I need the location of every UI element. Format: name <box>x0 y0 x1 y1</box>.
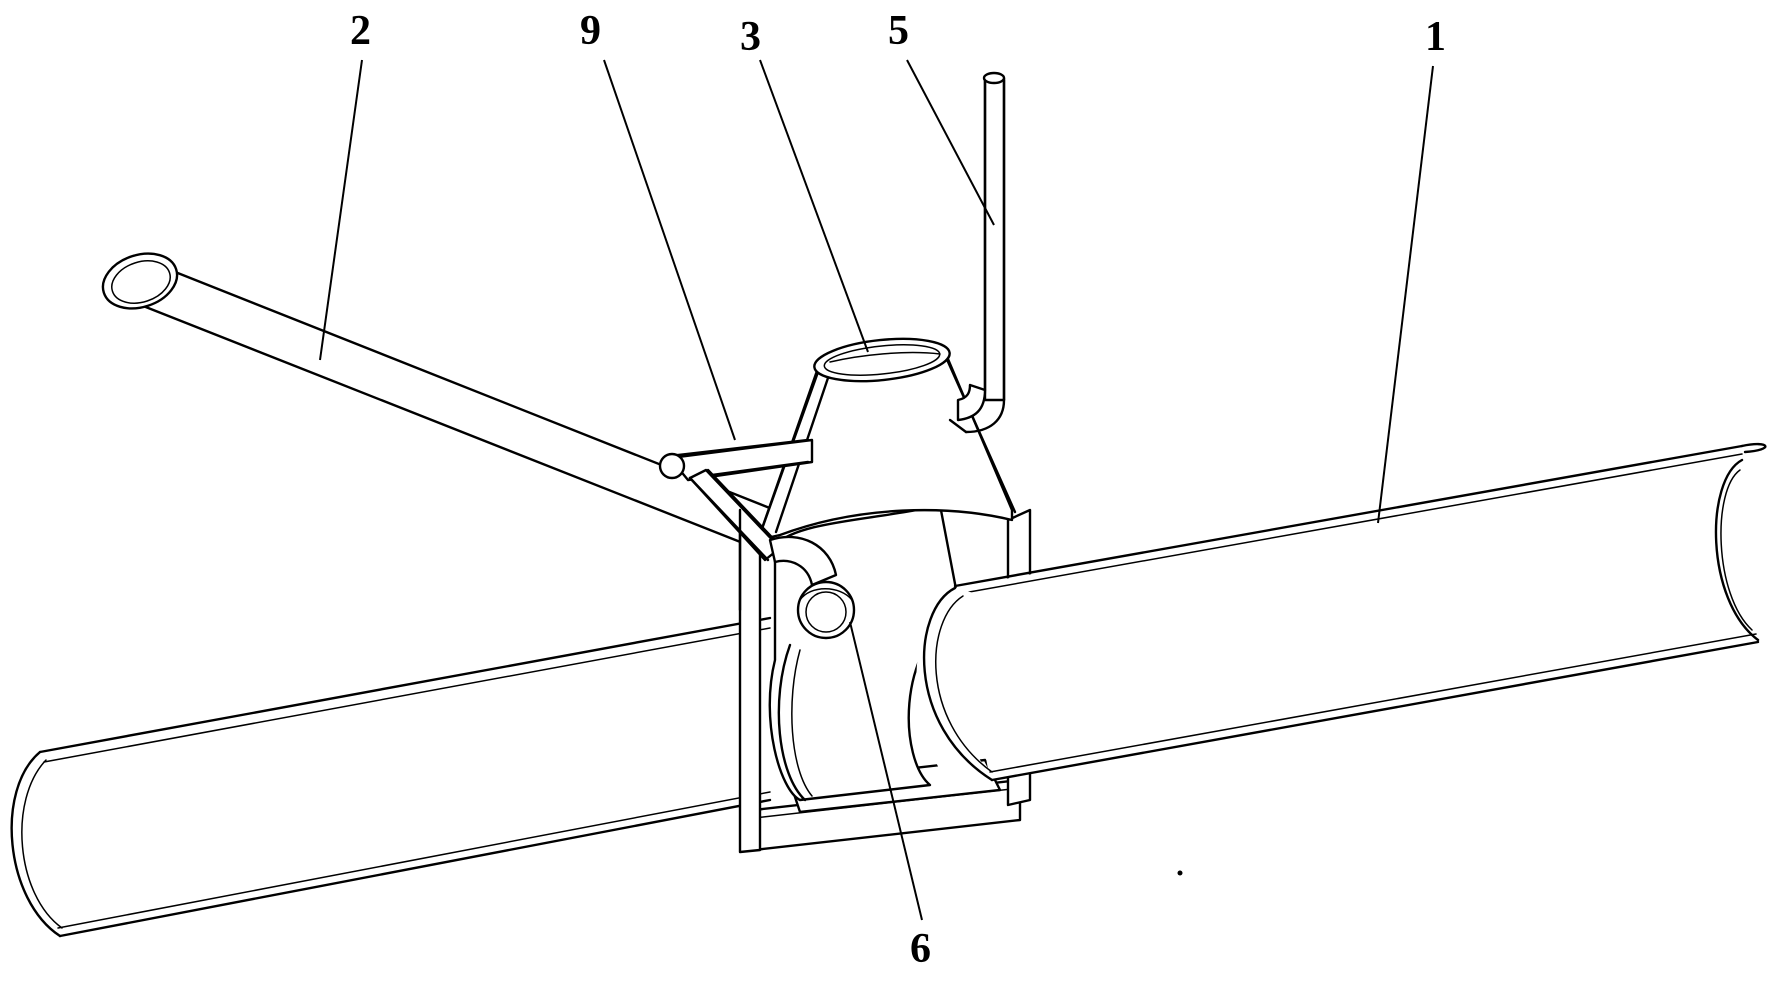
stray-dot <box>1177 870 1183 876</box>
label-1: 1 <box>1425 14 1446 60</box>
vertical-pipe-5 <box>948 71 1006 434</box>
leader-1 <box>1377 65 1434 524</box>
main-pipe-1-right <box>916 442 1767 782</box>
leader-5 <box>906 59 995 226</box>
elbow-joint <box>768 535 856 640</box>
leader-2 <box>319 59 363 361</box>
label-9: 9 <box>580 8 601 54</box>
label-3: 3 <box>740 14 761 60</box>
main-pipe-1-left <box>10 616 772 938</box>
leader-3 <box>759 59 869 353</box>
branch-pipe-2 <box>101 252 807 562</box>
label-2: 2 <box>350 8 371 54</box>
leader-lines <box>319 59 1434 921</box>
label-5: 5 <box>888 8 909 54</box>
label-6: 6 <box>910 926 931 972</box>
funnel-3 <box>756 337 1017 542</box>
bent-pipe-9 <box>658 438 814 612</box>
leader-9 <box>603 59 736 441</box>
leader-6 <box>849 621 923 921</box>
